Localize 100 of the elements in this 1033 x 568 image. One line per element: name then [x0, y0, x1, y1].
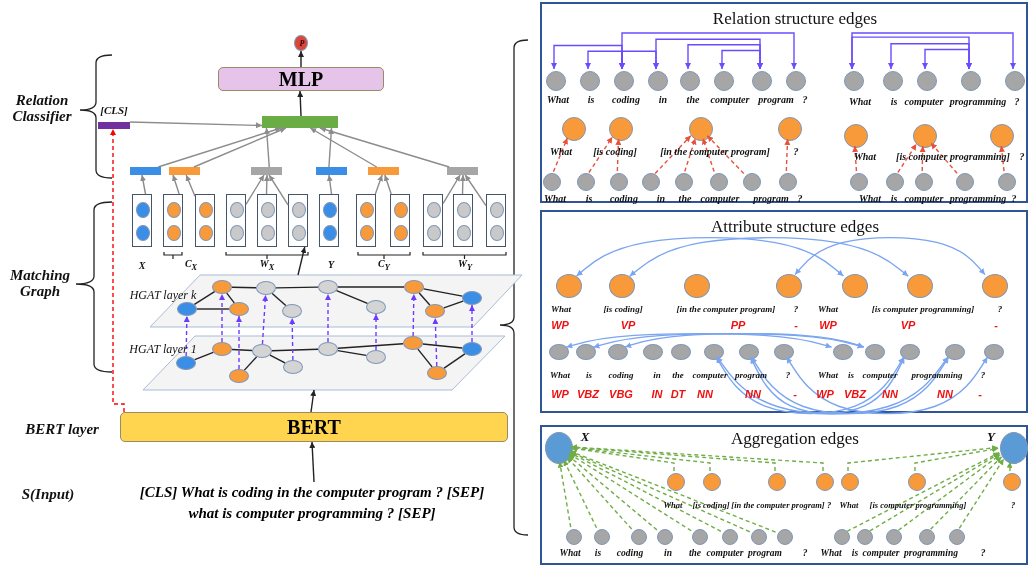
embedding-column [163, 194, 183, 247]
word-label: What [818, 371, 838, 381]
arrow [684, 137, 697, 173]
layer-label: HGAT layer 1 [129, 342, 197, 356]
arrow [715, 356, 905, 415]
word-label: programming [949, 193, 1007, 205]
word-label: in [658, 94, 668, 106]
arrow [383, 174, 392, 195]
arrow [373, 313, 379, 351]
embedding-node [360, 225, 374, 241]
embedding-column [288, 194, 308, 247]
pos-tag: PP [730, 320, 746, 332]
pos-tag: - [994, 320, 998, 332]
word-label: is [851, 549, 859, 559]
arrow [297, 90, 304, 117]
word-label: ? [1011, 193, 1017, 205]
embedding-node [457, 225, 471, 241]
arrow [849, 36, 972, 70]
pos-tag: WP [551, 320, 569, 332]
side-label: Relation Classifier [11, 93, 73, 125]
arrow [653, 38, 763, 70]
arrow [569, 451, 722, 532]
word-label: What [853, 151, 877, 163]
pos-tag: NN [937, 389, 953, 401]
embedding-node [427, 202, 441, 218]
connector-line [422, 343, 463, 349]
word-label: [is coding] [603, 305, 643, 315]
word-label: computer [710, 94, 750, 106]
arrow [557, 461, 572, 528]
arrow [236, 315, 242, 370]
word-label: What [858, 193, 882, 205]
connector-line [422, 288, 464, 297]
word-label: computer [904, 193, 944, 205]
word-label: ? [1010, 500, 1016, 510]
arrow [410, 293, 417, 337]
pos-tag: VBZ [577, 389, 599, 401]
arrow [929, 455, 1003, 530]
embedding-node [199, 225, 213, 241]
arrow [268, 174, 289, 206]
embedding-node [136, 202, 150, 218]
embedding-column [132, 194, 152, 247]
arrow [846, 451, 1000, 533]
connector-line [243, 356, 258, 371]
word-label: ? [797, 193, 803, 205]
embedding-node [394, 202, 408, 218]
embedding-node [292, 202, 306, 218]
arrow [888, 43, 972, 70]
word-label: What [848, 96, 872, 108]
word-label: in [664, 549, 672, 559]
arrow [129, 121, 263, 129]
side-label: BERT layer [25, 422, 99, 438]
arrow [1006, 461, 1013, 472]
group-label: W$_{X}$ [259, 259, 275, 273]
node-label: P [299, 39, 305, 49]
word-label: coding [608, 371, 634, 381]
panel-title: Relation structure edges [712, 10, 878, 28]
embedding-node [136, 225, 150, 241]
word-label: is [594, 549, 602, 559]
embedding-node [261, 202, 275, 218]
node-label: Y [987, 430, 995, 444]
pos-tag: - [794, 320, 798, 332]
embedding-node [323, 225, 337, 241]
arrow [619, 32, 797, 70]
layer-label: HGAT layer k [129, 288, 197, 302]
arrow [701, 137, 715, 173]
connector-line [231, 286, 257, 289]
arrow [914, 446, 999, 472]
word-label: What [663, 500, 683, 510]
word-label: the [686, 94, 700, 106]
pos-tag: WP [551, 389, 569, 401]
arrow [629, 236, 909, 277]
arrow [570, 444, 776, 472]
word-label: computer [904, 96, 944, 108]
group-label: C$_{X}$ [184, 259, 198, 273]
word-label: programming [904, 549, 958, 559]
connector-line [194, 351, 214, 361]
arrow [157, 126, 282, 168]
embedding-node [230, 225, 244, 241]
pos-tag: VBG [609, 389, 633, 401]
connector-line [337, 286, 405, 288]
word-label: What [546, 94, 570, 106]
arrow [325, 293, 331, 343]
arrow [563, 459, 598, 529]
word-label: computer [700, 193, 740, 205]
embedding-column [390, 194, 410, 247]
word-label: computer [706, 549, 744, 559]
feature-bar [130, 167, 161, 175]
word-label: the [688, 549, 702, 559]
embedding-node [323, 202, 337, 218]
word-label: [in the computer program] [660, 146, 770, 158]
connector-line [193, 291, 216, 305]
arrow [328, 127, 335, 168]
arrow [568, 453, 692, 532]
word-label: in [656, 193, 666, 205]
arrow [140, 174, 147, 195]
group-label: C$_{Y}$ [378, 259, 390, 273]
embedding-node [394, 225, 408, 241]
word-label: coding [610, 193, 638, 205]
word-label: ? [785, 371, 791, 381]
word-label: [is coding] [593, 146, 637, 158]
